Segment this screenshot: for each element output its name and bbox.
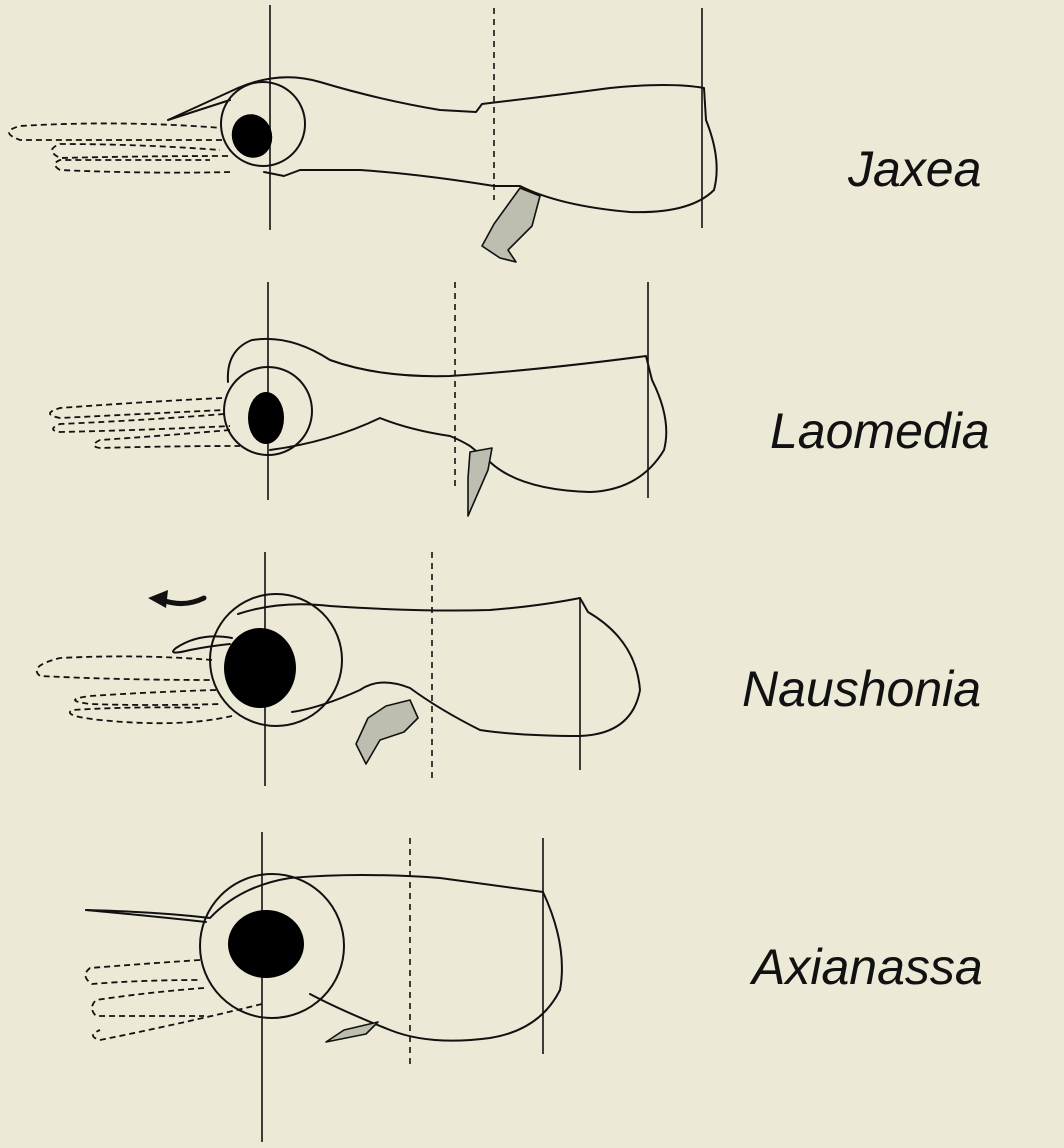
antenna-exopod-outline	[55, 160, 230, 173]
antenna-exopod-outline	[70, 707, 232, 723]
larva-laomedia: Laomedia	[50, 282, 990, 516]
larva-axianassa: Axianassa	[85, 832, 982, 1142]
antenna-outline	[92, 988, 204, 1016]
taxon-label-naushonia: Naushonia	[742, 661, 981, 717]
antenna-outline	[75, 690, 220, 705]
antennule-outline	[9, 123, 222, 140]
ventral-spine	[468, 448, 492, 516]
rostral-spine-outline	[173, 636, 232, 652]
eye-pigment	[228, 910, 304, 978]
ventral-spine	[356, 700, 418, 764]
taxon-label-axianassa: Axianassa	[749, 939, 983, 995]
antennule-outline	[85, 960, 200, 984]
eye-pigment	[224, 628, 296, 708]
taxon-label-jaxea: Jaxea	[847, 141, 981, 197]
larva-naushonia: Naushonia	[37, 552, 981, 786]
antenna-exopod-outline	[93, 1004, 262, 1040]
ventral-spine	[326, 1022, 378, 1042]
antennule-outline	[37, 656, 212, 680]
carapace-outline	[228, 339, 666, 492]
ventral-spine	[482, 188, 540, 262]
taxon-label-laomedia: Laomedia	[770, 403, 990, 459]
antennule-outline	[50, 398, 224, 418]
antenna-exopod-outline	[94, 430, 240, 448]
carapace-outline	[86, 875, 562, 1041]
eye-pigment	[248, 392, 284, 444]
antenna-outline	[52, 144, 228, 158]
swim-direction-arrowhead	[148, 590, 168, 608]
larva-jaxea: Jaxea	[9, 5, 981, 262]
swim-direction-arrow	[162, 598, 204, 604]
